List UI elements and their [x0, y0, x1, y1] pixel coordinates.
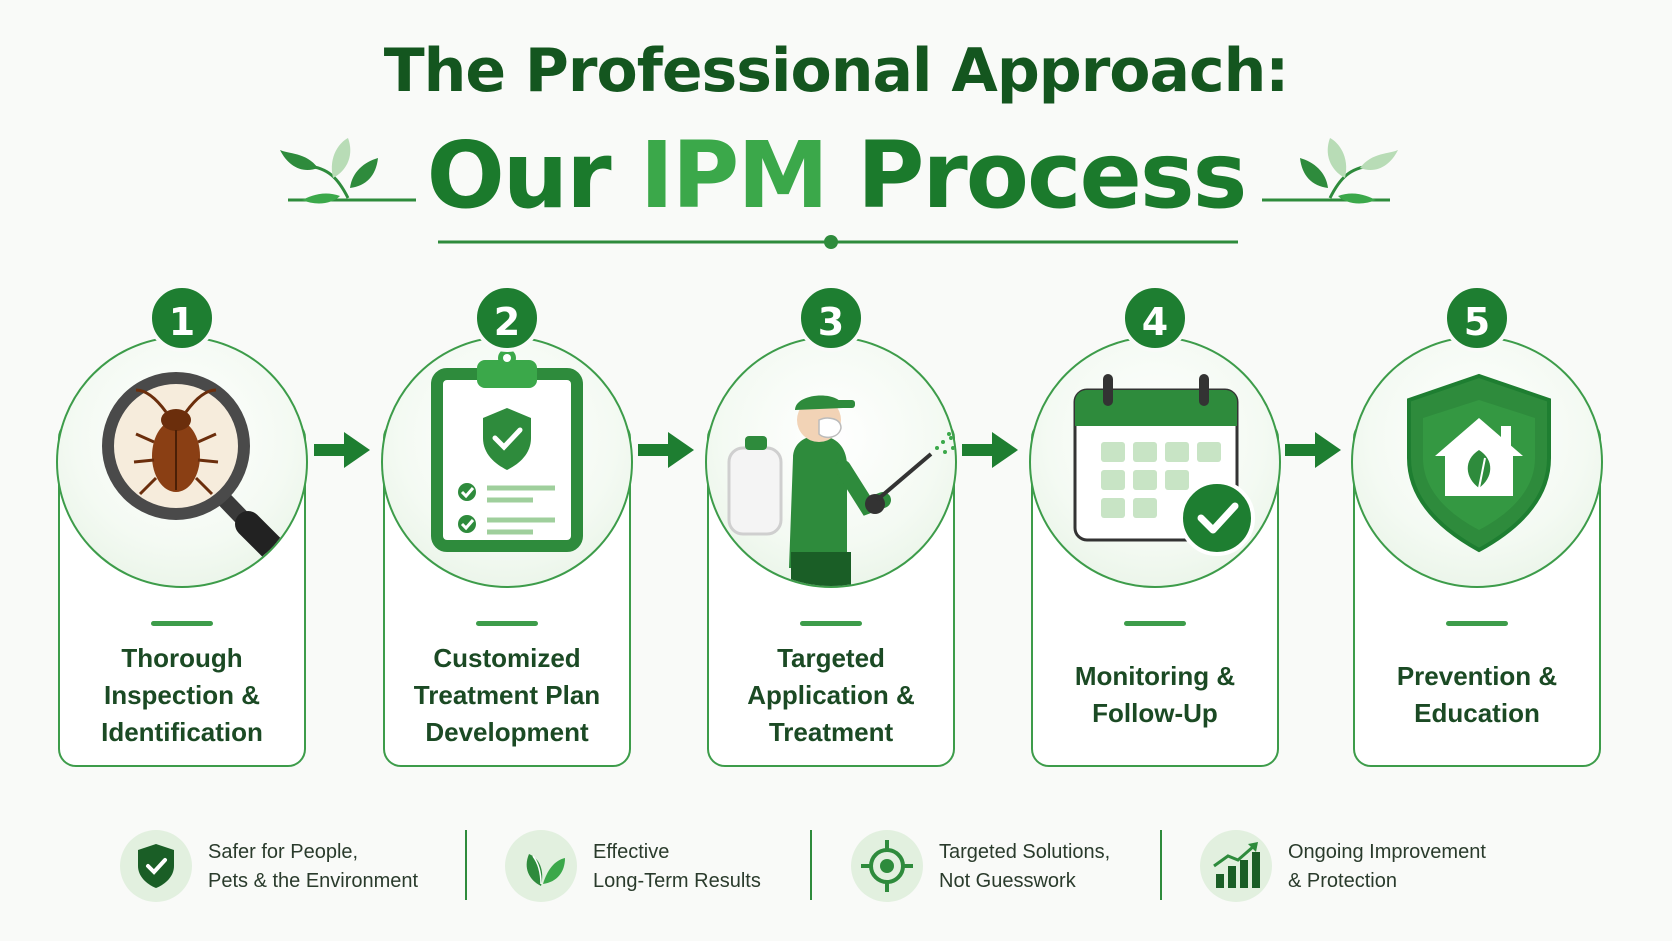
step-5: 5 Prevention & Education [1351, 280, 1603, 768]
benefit-text: Effective Long-Term Results [593, 841, 761, 892]
step-icon-circle [381, 336, 633, 588]
crosshair-target-icon [861, 840, 913, 892]
page-title-line2: Our IPM Process [0, 122, 1672, 229]
step-divider [1446, 621, 1508, 626]
step-number-badge: 2 [473, 284, 541, 352]
calendar-check-icon [1073, 374, 1255, 556]
process-steps: 1 Thorough Inspection & Identification [0, 280, 1672, 780]
benefit-icon-circle [505, 830, 577, 902]
step-3: 3 Targeted Application & Treatment [705, 280, 957, 768]
step-label: Targeted Application & Treatment [747, 643, 915, 747]
title-underline-divider [438, 235, 1238, 249]
step-divider [151, 621, 213, 626]
step-label: Thorough Inspection & Identification [101, 643, 263, 747]
magnifying-glass-bug-icon [102, 372, 301, 577]
leaf-icon [526, 854, 565, 886]
benefit-text: Safer for People, Pets & the Environment [208, 841, 419, 892]
step-number-badge: 5 [1443, 284, 1511, 352]
shield-check-icon [138, 844, 174, 888]
benefit-text: Targeted Solutions, Not Guesswork [939, 841, 1111, 892]
benefit-text: Ongoing Improvement & Protection [1288, 841, 1486, 892]
step-number-badge: 4 [1121, 284, 1189, 352]
technician-sprayer-icon [727, 395, 955, 586]
arrow-right-icon [638, 432, 694, 468]
shield-house-leaf-icon [1407, 373, 1551, 553]
step-icon-circle [705, 336, 957, 588]
step-1: 1 Thorough Inspection & Identification [56, 280, 308, 768]
step-label: Customized Treatment Plan Development [413, 643, 601, 747]
header: The Professional Approach: Our IPM Proce… [0, 0, 1672, 260]
leaf-sprig-right-icon [1262, 138, 1398, 204]
step-divider [800, 621, 862, 626]
title-word-our: Our [426, 122, 612, 229]
benefit-divider [1160, 830, 1162, 900]
step-2: 2 Customized Treatment Plan Development [381, 280, 633, 768]
arrow-right-icon [1285, 432, 1341, 468]
title-word-process: Process [856, 122, 1247, 229]
benefit-divider [465, 830, 467, 900]
title-word-ipm: IPM [639, 122, 829, 229]
step-number-badge: 3 [797, 284, 865, 352]
step-icon-circle [56, 336, 308, 588]
arrow-right-icon [962, 432, 1018, 468]
step-divider [1124, 621, 1186, 626]
page-title-line1: The Professional Approach: [383, 36, 1290, 106]
benefits-bar: Safer for People, Pets & the Environment… [0, 800, 1672, 910]
step-icon-circle [1029, 336, 1281, 588]
step-number-badge: 1 [148, 284, 216, 352]
growth-chart-icon [1213, 842, 1260, 888]
arrow-right-icon [314, 432, 370, 468]
clipboard-checklist-icon [431, 349, 583, 552]
step-4: 4 Monitoring & Follow-Up [1029, 280, 1281, 768]
benefit-icon-circle [1200, 830, 1272, 902]
step-label: Monitoring & Follow-Up [1074, 661, 1236, 728]
benefit-divider [810, 830, 812, 900]
step-divider [476, 621, 538, 626]
benefit-icon-circle [851, 830, 923, 902]
leaf-sprig-left-icon [280, 138, 416, 204]
benefit-icon-circle [120, 830, 192, 902]
step-label: Prevention & Education [1396, 661, 1558, 728]
step-icon-circle [1351, 336, 1603, 588]
